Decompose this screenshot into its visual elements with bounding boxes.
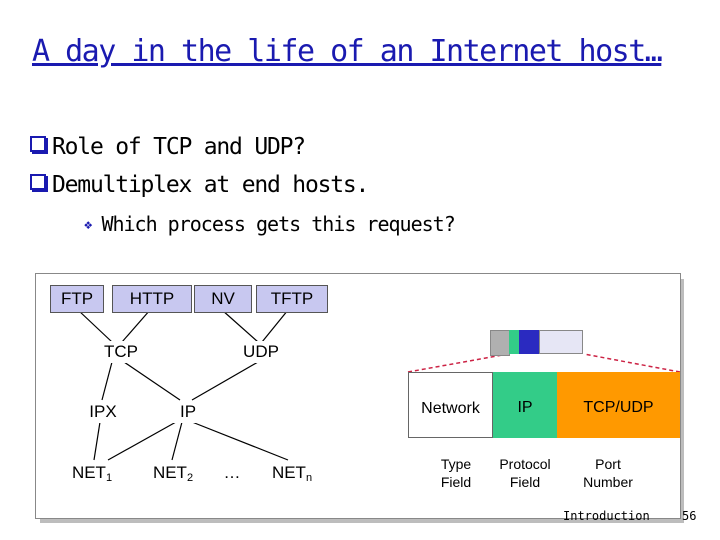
label-protocol-field-word: Field	[509, 474, 541, 490]
edge-tcp-ip	[123, 361, 181, 401]
label-port-number-word: Number	[583, 474, 633, 490]
packet-seg-gray	[490, 330, 510, 356]
edge-ip-net2	[171, 421, 183, 461]
zoom-line-right	[583, 353, 681, 373]
link-net1-label: NET	[71, 463, 106, 482]
sub-bullet-text: Which process gets this request?	[101, 212, 455, 236]
edge-http-tcp	[121, 309, 151, 343]
edge-tcp-ipx	[101, 361, 113, 401]
app-http: HTTP	[112, 285, 192, 313]
label-protocol: Protocol	[499, 456, 551, 472]
app-nv: NV	[194, 285, 252, 313]
bullet-2: Demultiplex at end hosts.	[30, 172, 369, 198]
bullet-1-text: Role of TCP and UDP?	[52, 134, 306, 160]
zoom-line-left	[407, 353, 509, 373]
packet-seg-green	[509, 330, 519, 354]
label-protocol-field: Protocol Field	[490, 455, 560, 491]
link-netn-subscript: n	[305, 472, 313, 484]
app-ftp: FTP	[50, 285, 104, 313]
label-port-number: Port Number	[572, 455, 644, 491]
proto-tcp: TCP	[92, 341, 150, 363]
link-netn: NETn	[256, 461, 328, 485]
edge-ftp-tcp	[77, 309, 113, 343]
proto-ipx: IPX	[74, 401, 132, 423]
footer-section: Introduction	[563, 509, 650, 523]
edge-udp-ip	[191, 361, 259, 401]
edge-ip-net1	[107, 421, 177, 461]
link-net1-subscript: 1	[105, 472, 113, 484]
checkbox-bullet-icon	[30, 136, 46, 152]
edge-ipx-net1	[93, 421, 101, 461]
label-type-field-word: Field	[440, 474, 472, 490]
link-net2-label: NET	[152, 463, 187, 482]
link-net2-subscript: 2	[186, 472, 194, 484]
field-network: Network	[408, 372, 493, 438]
edge-tftp-udp	[261, 309, 289, 343]
packet-seg-light	[539, 330, 583, 354]
proto-udp: UDP	[230, 341, 292, 363]
footer-page-number: 56	[682, 509, 697, 523]
label-port: Port	[595, 456, 621, 472]
packet-seg-blue	[519, 330, 539, 354]
sub-bullet: ❖ Which process gets this request?	[84, 212, 456, 236]
check-bullet-icon: ❖	[84, 217, 93, 233]
field-tcp-udp: TCP/UDP	[557, 372, 680, 438]
checkbox-bullet-icon	[30, 174, 46, 190]
field-ip: IP	[493, 372, 557, 438]
label-type-field: Type Field	[418, 455, 494, 491]
slide-title: A day in the life of an Internet host…	[32, 34, 663, 69]
label-type: Type	[440, 456, 472, 472]
proto-ip: IP	[164, 401, 212, 423]
app-tftp: TFTP	[256, 285, 328, 313]
bullet-1: Role of TCP and UDP?	[30, 134, 306, 160]
link-ellipsis: …	[212, 461, 252, 485]
edge-nv-udp	[221, 309, 259, 343]
link-netn-label: NET	[271, 463, 306, 482]
bullet-2-text: Demultiplex at end hosts.	[52, 172, 369, 198]
link-net2: NET2	[138, 461, 208, 485]
link-net1: NET1	[58, 461, 126, 485]
edge-ip-netn	[191, 421, 289, 461]
